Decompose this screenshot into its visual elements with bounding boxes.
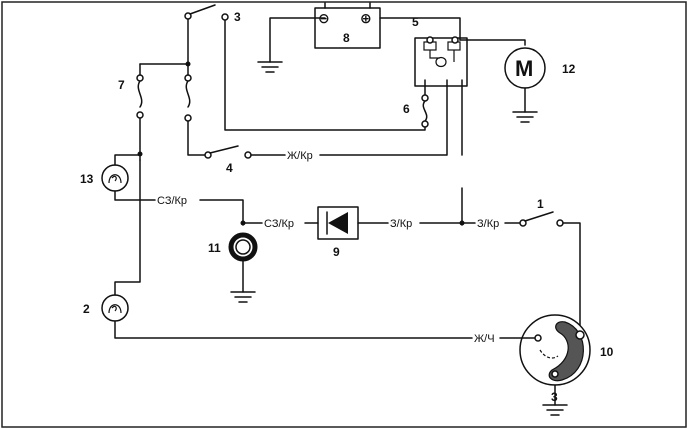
motor-icon: M <box>515 56 533 81</box>
wire-battery-relay <box>379 17 461 41</box>
wire-label-z-kr-diode: З/Кр <box>390 218 412 230</box>
label-4: 4 <box>226 161 233 175</box>
label-3-switch: 3 <box>234 10 241 24</box>
label-5: 5 <box>412 15 419 29</box>
indicator-11: 11 <box>208 232 258 303</box>
label-13: 13 <box>80 172 94 186</box>
wire-label-zh-kr: Ж/Кр <box>287 150 313 162</box>
wire-lamp13-bottom <box>114 190 156 201</box>
sensor-10: 10 <box>519 314 614 386</box>
label-1: 1 <box>537 197 544 211</box>
wire-lamp13-top <box>114 154 141 166</box>
wire-label-sz-kr-right: СЗ/Кр <box>264 218 294 230</box>
wire-label-z-kr-switch: З/Кр <box>477 218 499 230</box>
wire-fuse-switch4 <box>187 120 206 156</box>
ground-battery-icon <box>257 61 283 73</box>
lamp-13: 13 <box>80 164 129 192</box>
fuse-6: 6 <box>403 94 429 128</box>
diode-9: 9 <box>317 206 359 259</box>
wire-fuse6-switch3 <box>224 19 426 131</box>
battery-plus-icon: ⊕ <box>360 10 372 26</box>
switch-3: 3 <box>184 4 241 24</box>
label-11: 11 <box>208 241 221 255</box>
wire-fuse7-lamp2 <box>114 159 141 296</box>
ground-sensor-icon <box>542 404 568 416</box>
switch-1: 1 <box>519 197 564 227</box>
wire-switch1-sensor <box>562 222 581 326</box>
wire-switch4-relay <box>319 79 448 156</box>
label-3-ground: 3 <box>551 390 558 404</box>
label-6: 6 <box>403 102 410 116</box>
wire-battery-ground <box>269 17 326 63</box>
wire-label-zh-ch: Ж/Ч <box>474 333 495 345</box>
label-7: 7 <box>118 78 125 92</box>
wire-label-sz-kr-left: СЗ/Кр <box>157 195 187 207</box>
battery: ⊖ ⊕ 8 <box>314 2 381 49</box>
lamp-2: 2 <box>83 294 129 322</box>
label-10: 10 <box>600 345 614 359</box>
label-8: 8 <box>343 31 350 45</box>
relay: 5 <box>412 15 468 87</box>
wire-lamp13-indicator <box>199 199 244 226</box>
fuse-7: 7 <box>118 63 192 122</box>
switch-4: 4 <box>204 145 252 175</box>
motor: M 12 <box>504 47 576 123</box>
wire-lamp2-sensor <box>114 320 473 339</box>
label-12: 12 <box>562 62 576 76</box>
wire-relay-motor <box>459 39 526 46</box>
label-9: 9 <box>333 245 340 259</box>
label-2: 2 <box>83 302 90 316</box>
